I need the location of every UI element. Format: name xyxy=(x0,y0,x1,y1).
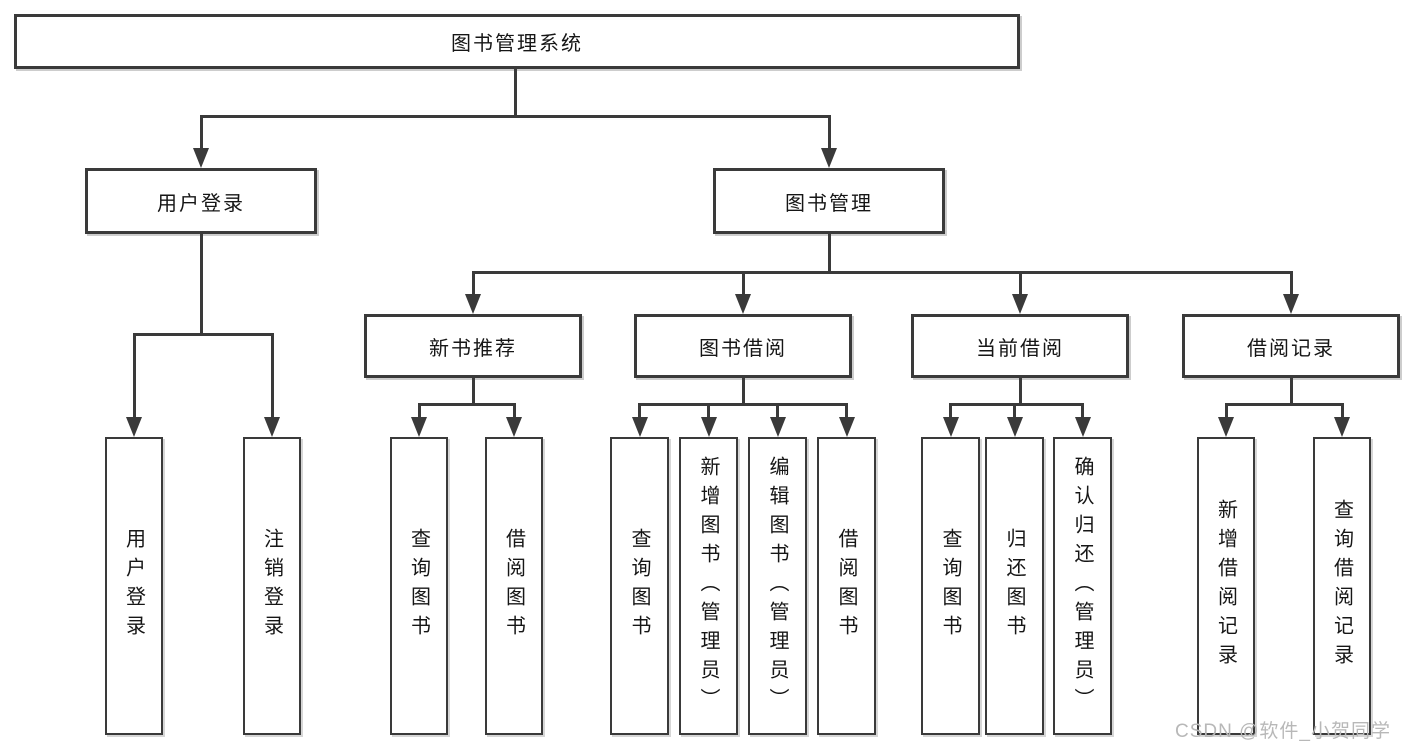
connector-line xyxy=(949,403,952,421)
connector-line xyxy=(776,403,779,421)
node-add-books-admin-label: 新增图书（管理员） xyxy=(697,455,719,717)
node-new-book-recommend-label: 新书推荐 xyxy=(429,337,517,360)
node-borrow-books: 借阅图书 xyxy=(817,437,876,735)
connector-line xyxy=(1224,403,1228,421)
node-root: 图书管理系统 xyxy=(14,14,1020,69)
connector-line xyxy=(827,234,831,273)
node-book-borrowing-label: 图书借阅 xyxy=(699,337,787,360)
node-edit-books-admin: 编辑图书（管理员） xyxy=(748,437,807,735)
node-return-books-label: 归还图书 xyxy=(1003,528,1025,644)
connector-line xyxy=(638,403,848,406)
connector-line xyxy=(471,271,1293,274)
connector-line xyxy=(845,403,848,421)
arrow-down-icon xyxy=(1283,294,1299,314)
node-logout-label: 注销登录 xyxy=(260,528,283,644)
node-query-books-borrowing-label: 查询图书 xyxy=(628,528,650,644)
connector-line xyxy=(1340,403,1344,421)
connector-line xyxy=(949,403,1084,406)
connector-line xyxy=(1081,403,1084,421)
connector-line xyxy=(199,115,831,118)
node-current-borrowing-label: 当前借阅 xyxy=(976,337,1064,360)
arrow-down-icon xyxy=(1012,294,1028,314)
node-confirm-return-admin-label: 确认归还（管理员） xyxy=(1071,455,1093,717)
node-borrow-books-recommend: 借阅图书 xyxy=(485,437,543,735)
node-query-books-current: 查询图书 xyxy=(921,437,980,735)
node-query-books-recommend: 查询图书 xyxy=(390,437,448,735)
node-query-books-recommend-label: 查询图书 xyxy=(407,528,430,644)
connector-line xyxy=(1289,271,1293,297)
arrow-down-icon xyxy=(465,294,481,314)
arrow-down-icon xyxy=(769,417,786,437)
node-current-borrowing: 当前借阅 xyxy=(911,314,1129,378)
connector-line xyxy=(199,234,203,336)
node-book-management: 图书管理 xyxy=(713,168,945,234)
connector-line xyxy=(132,333,274,336)
arrow-down-icon xyxy=(126,417,142,437)
node-book-borrowing: 图书借阅 xyxy=(634,314,852,378)
arrow-down-icon xyxy=(1218,417,1234,437)
arrow-down-icon xyxy=(631,417,648,437)
node-user-login-action-label: 用户登录 xyxy=(122,528,145,644)
connector-line xyxy=(417,403,516,406)
node-query-borrow-record: 查询借阅记录 xyxy=(1313,437,1371,735)
arrow-down-icon xyxy=(1334,417,1350,437)
node-query-books-current-label: 查询图书 xyxy=(939,528,961,644)
connector-line xyxy=(513,69,517,117)
connector-line xyxy=(707,403,710,421)
connector-line xyxy=(1224,403,1344,406)
node-borrow-books-label: 借阅图书 xyxy=(835,528,857,644)
arrow-down-icon xyxy=(700,417,717,437)
connector-line xyxy=(512,403,516,421)
connector-line xyxy=(471,271,475,297)
node-borrow-books-recommend-label: 借阅图书 xyxy=(502,528,525,644)
arrow-down-icon xyxy=(506,417,522,437)
arrow-down-icon xyxy=(264,417,280,437)
arrow-down-icon xyxy=(942,417,959,437)
connector-line xyxy=(417,403,421,421)
connector-line xyxy=(741,378,745,405)
arrow-down-icon xyxy=(821,148,837,168)
connector-line xyxy=(132,333,136,419)
connector-line xyxy=(199,115,203,150)
connector-line xyxy=(1018,271,1022,297)
node-confirm-return-admin: 确认归还（管理员） xyxy=(1053,437,1112,735)
node-return-books: 归还图书 xyxy=(985,437,1044,735)
node-borrowing-records: 借阅记录 xyxy=(1182,314,1400,378)
connector-line xyxy=(741,271,745,297)
connector-line xyxy=(270,333,274,419)
arrow-down-icon xyxy=(411,417,427,437)
node-user-login-label: 用户登录 xyxy=(157,192,245,215)
arrow-down-icon xyxy=(735,294,751,314)
node-borrowing-records-label: 借阅记录 xyxy=(1247,337,1335,360)
connector-line xyxy=(638,403,641,421)
node-add-books-admin: 新增图书（管理员） xyxy=(679,437,738,735)
csdn-watermark: CSDN @软件_小贺同学 xyxy=(1175,721,1391,742)
node-user-login: 用户登录 xyxy=(85,168,317,234)
node-root-label: 图书管理系统 xyxy=(451,33,583,55)
node-query-books-borrowing: 查询图书 xyxy=(610,437,669,735)
node-logout: 注销登录 xyxy=(243,437,301,735)
node-user-login-action: 用户登录 xyxy=(105,437,163,735)
node-book-management-label: 图书管理 xyxy=(785,192,873,215)
node-add-borrow-record: 新增借阅记录 xyxy=(1197,437,1255,735)
connector-line xyxy=(827,115,831,150)
node-add-borrow-record-label: 新增借阅记录 xyxy=(1214,499,1237,673)
connector-line xyxy=(1289,378,1293,405)
arrow-down-icon xyxy=(1074,417,1091,437)
connector-line xyxy=(471,378,475,405)
arrow-down-icon xyxy=(838,417,855,437)
arrow-down-icon xyxy=(193,148,209,168)
node-new-book-recommend: 新书推荐 xyxy=(364,314,582,378)
connector-line xyxy=(1013,403,1016,421)
connector-line xyxy=(1018,378,1022,405)
node-edit-books-admin-label: 编辑图书（管理员） xyxy=(766,455,788,717)
node-query-borrow-record-label: 查询借阅记录 xyxy=(1330,499,1353,673)
arrow-down-icon xyxy=(1006,417,1023,437)
